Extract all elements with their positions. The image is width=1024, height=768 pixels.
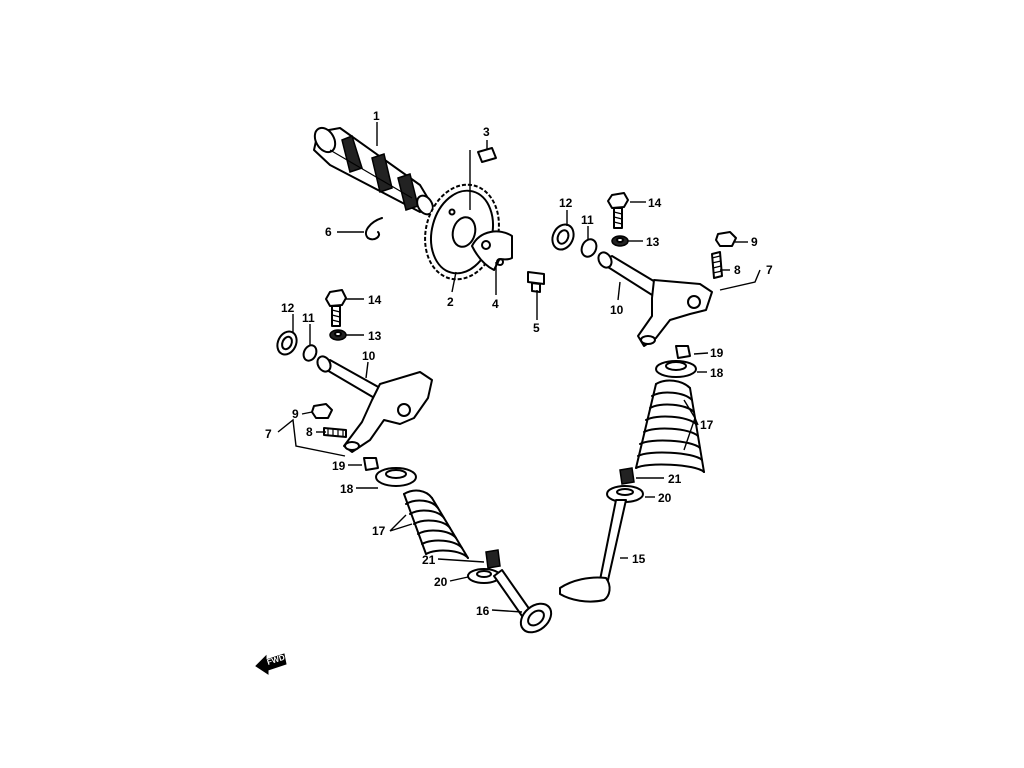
callout-intake-valve: 16	[476, 604, 490, 618]
callout-adjust-screw-left: 8	[306, 425, 313, 439]
callout-rocker-assembly-left: 7	[265, 427, 272, 441]
callout-valve-springs-right: 17	[700, 418, 714, 432]
dowel-pin	[477, 147, 497, 163]
callout-shaft-bolt-right: 14	[648, 196, 662, 210]
valve-cotter-right	[675, 345, 691, 359]
callout-cam-stopper: 4	[492, 297, 499, 311]
callout-valve-cotter-right: 19	[710, 346, 724, 360]
lock-nut-right	[715, 231, 737, 247]
callout-valve-cotter-left: 19	[332, 459, 346, 473]
callout-shaft-bolt-left: 14	[368, 293, 382, 307]
callout-adjust-screw-right: 8	[734, 263, 741, 277]
callout-dowel-pin: 3	[483, 125, 490, 139]
leader-lines	[277, 122, 761, 613]
callout-rocker-shaft-left: 10	[362, 349, 376, 363]
callout-bolt-washer-right: 13	[646, 235, 660, 249]
circlip	[364, 217, 383, 241]
adjust-screw-left	[323, 427, 347, 438]
callout-lock-nut-left: 9	[292, 407, 299, 421]
callout-spring-seat-right: 20	[658, 491, 672, 505]
shaft-bolt-left	[325, 289, 347, 327]
callout-camshaft: 1	[373, 109, 380, 123]
valve-springs-right	[635, 379, 705, 473]
callout-washer-right: 12	[559, 196, 573, 210]
rocker-arm-right	[637, 279, 713, 347]
spring-retainer-right	[655, 360, 697, 378]
callout-labels: 1 2 3 4 5 6 7 7 8 8 9 9 10 10 11 11 12 1…	[265, 109, 773, 618]
bolt-washer-left	[329, 329, 347, 341]
o-ring-right	[580, 238, 598, 258]
callout-lock-nut-right: 9	[751, 235, 758, 249]
callout-spring-retainer-left: 18	[340, 482, 354, 496]
rocker-arm-left	[343, 371, 433, 453]
intake-valve	[493, 569, 553, 634]
adjust-screw-right	[711, 251, 723, 279]
valve-cotter-left	[363, 457, 379, 471]
callout-bolt-washer-left: 13	[368, 329, 382, 343]
camshaft	[313, 126, 434, 216]
callout-valve-springs-left: 17	[372, 524, 386, 538]
stem-seal-right	[619, 467, 635, 485]
bolt-washer-right	[611, 235, 629, 247]
exhaust-valve	[559, 499, 627, 603]
shaft-bolt-right	[607, 192, 629, 229]
callout-spring-retainer-right: 18	[710, 366, 724, 380]
valve-springs-left	[403, 489, 469, 559]
o-ring-left	[302, 344, 318, 362]
callout-exhaust-valve: 15	[632, 552, 646, 566]
spring-retainer-left	[375, 467, 417, 487]
callout-o-ring-left: 11	[302, 311, 315, 325]
lock-nut-left	[311, 403, 333, 419]
fwd-arrow-icon: FWD	[255, 653, 287, 675]
washer-left	[276, 330, 298, 356]
cam-stopper	[471, 230, 513, 271]
stem-seal-left	[485, 549, 501, 569]
callout-rocker-shaft-right: 10	[610, 303, 624, 317]
callout-rocker-assembly-right: 7	[766, 263, 773, 277]
callout-stopper-bolt: 5	[533, 321, 540, 335]
callout-spring-seat-left: 20	[434, 575, 448, 589]
callout-circlip: 6	[325, 225, 332, 239]
washer-right	[551, 223, 575, 251]
spring-seat-right	[606, 485, 644, 503]
callout-washer-left: 12	[281, 301, 295, 315]
callout-cam-sprocket: 2	[447, 295, 454, 309]
callout-stem-seal-right: 21	[668, 472, 682, 486]
stopper-bolt	[527, 271, 545, 293]
callout-o-ring-right: 11	[581, 213, 594, 227]
callout-stem-seal-left: 21	[422, 553, 436, 567]
